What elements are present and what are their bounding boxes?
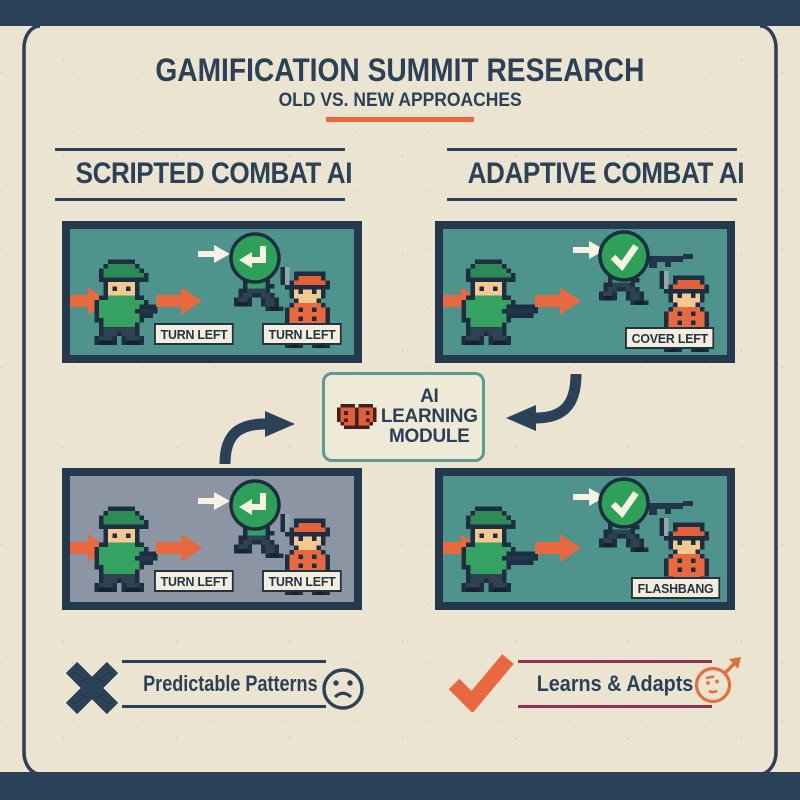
combat-scene: COVER LEFT xyxy=(443,229,727,355)
panel-scripted-run-1: TURN LEFT TURN LEFT xyxy=(62,221,362,363)
small-white-arrow-icon xyxy=(573,488,605,511)
turn-left-badge-icon xyxy=(228,478,282,537)
combat-scene: TURN LEFT TURN LEFT xyxy=(70,229,354,355)
poster-subtitle: OLD VS. NEW APPROACHES xyxy=(278,90,522,111)
thinking-face-arrow-icon xyxy=(688,654,748,715)
advance-arrow-icon xyxy=(156,287,202,320)
module-label: AI LEARNING MODULE xyxy=(380,385,478,448)
x-mark-icon xyxy=(60,656,124,725)
panel-adaptive-run-1: COVER LEFT xyxy=(435,221,735,363)
ai-learning-module: AI LEARNING MODULE xyxy=(322,372,485,462)
action-label: COVER LEFT xyxy=(625,327,715,349)
curved-arrow-from-adaptive-icon xyxy=(498,370,586,445)
header: GAMIFICATION SUMMIT RESEARCH OLD VS. NEW… xyxy=(0,52,800,122)
action-label: TURN LEFT xyxy=(154,323,235,345)
player-soldier-sprite xyxy=(457,255,543,345)
npc-rifle-icon xyxy=(641,498,693,521)
poster-title: GAMIFICATION SUMMIT RESEARCH xyxy=(155,52,645,88)
check-badge-icon xyxy=(597,476,651,535)
small-white-arrow-icon xyxy=(573,241,605,264)
advance-arrow-icon xyxy=(70,287,108,320)
heading-scripted-ai: SCRIPTED COMBAT AI xyxy=(55,148,352,201)
player-soldier-sprite xyxy=(90,502,162,592)
player-soldier-sprite xyxy=(90,255,162,345)
curved-arrow-to-module-icon xyxy=(215,398,303,473)
npc-runner-sprite xyxy=(599,516,653,552)
action-label: FLASHBANG xyxy=(631,577,721,599)
small-white-arrow-icon xyxy=(198,245,230,268)
advance-arrow-icon xyxy=(70,534,108,567)
combat-scene: FLASHBANG xyxy=(443,476,727,602)
panel-adaptive-run-2: FLASHBANG xyxy=(435,468,735,610)
brain-icon xyxy=(337,404,377,430)
action-label: TURN LEFT xyxy=(154,570,235,592)
advance-arrow-icon xyxy=(535,287,581,320)
verdict-scripted: Predictable Patterns xyxy=(122,660,326,708)
advance-arrow-icon xyxy=(535,534,581,567)
verdict-adaptive: Learns & Adapts xyxy=(518,660,712,708)
turn-left-badge-icon xyxy=(228,231,282,290)
sad-face-icon xyxy=(320,666,366,717)
player-soldier-sprite xyxy=(457,502,543,592)
check-mark-icon xyxy=(446,652,516,717)
npc-rifle-icon xyxy=(641,251,693,274)
heading-adaptive-ai: ADAPTIVE COMBAT AI xyxy=(447,148,744,201)
small-white-arrow-icon xyxy=(198,492,230,515)
check-badge-icon xyxy=(597,229,651,288)
combat-scene: TURN LEFT TURN LEFT xyxy=(70,476,354,602)
subtitle-underline xyxy=(326,117,474,122)
action-label: TURN LEFT xyxy=(262,323,343,345)
advance-arrow-icon xyxy=(156,534,202,567)
action-label: TURN LEFT xyxy=(262,570,343,592)
panel-scripted-run-2: TURN LEFT TURN LEFT xyxy=(62,468,362,610)
